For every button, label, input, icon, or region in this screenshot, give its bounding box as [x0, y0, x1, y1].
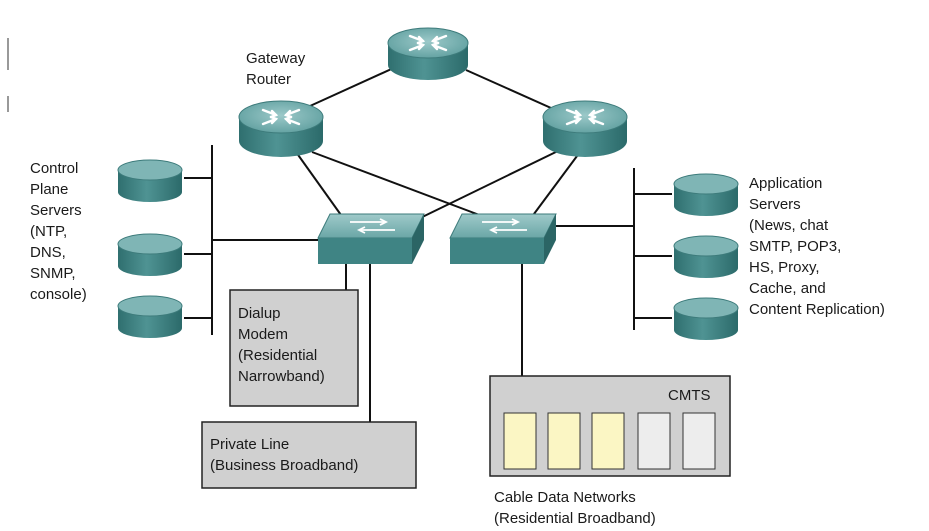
cable-networks-label: Cable Data Networks (Residential Broadba… [494, 489, 656, 527]
control-plane-server-icon [117, 233, 183, 276]
link-gateway-core [309, 65, 399, 107]
cmts-slot [682, 412, 716, 470]
gateway-router-icon [238, 100, 324, 157]
link-core-router3 [465, 69, 561, 113]
link-gateway-switch2 [311, 151, 499, 223]
dialup-label: Dialup Modem (Residential Narrowband) [238, 305, 325, 385]
cmts-slots [503, 412, 716, 470]
application-server-icon [673, 173, 739, 216]
cmts-slot [591, 412, 625, 470]
switch-icon [317, 213, 425, 264]
link-router3-switch1 [411, 149, 561, 223]
router-icon [542, 100, 628, 157]
router-icon [387, 27, 469, 80]
switch-icon [449, 213, 557, 264]
application-servers-label: Application Servers (News, chat SMTP, PO… [749, 175, 885, 318]
cmts-slot [637, 412, 671, 470]
control-plane-server-icon [117, 159, 183, 202]
cmts-slot [547, 412, 581, 470]
gateway-router-label: Gateway Router [246, 50, 306, 88]
application-server-icon [673, 235, 739, 278]
dialup-box [229, 289, 359, 407]
link-router3-switch2 [527, 151, 581, 223]
cmts-slot [503, 412, 537, 470]
private-line-box [201, 421, 417, 489]
connection-lines [184, 65, 672, 422]
control-plane-server-icon [117, 295, 183, 338]
control-plane-label: Control Plane Servers (NTP, DNS, SNMP, c… [30, 160, 87, 303]
link-gateway-switch1 [295, 151, 347, 223]
private-line-label: Private Line (Business Broadband) [210, 436, 359, 474]
application-server-icon [673, 297, 739, 340]
cmts-label: CMTS [668, 387, 711, 404]
